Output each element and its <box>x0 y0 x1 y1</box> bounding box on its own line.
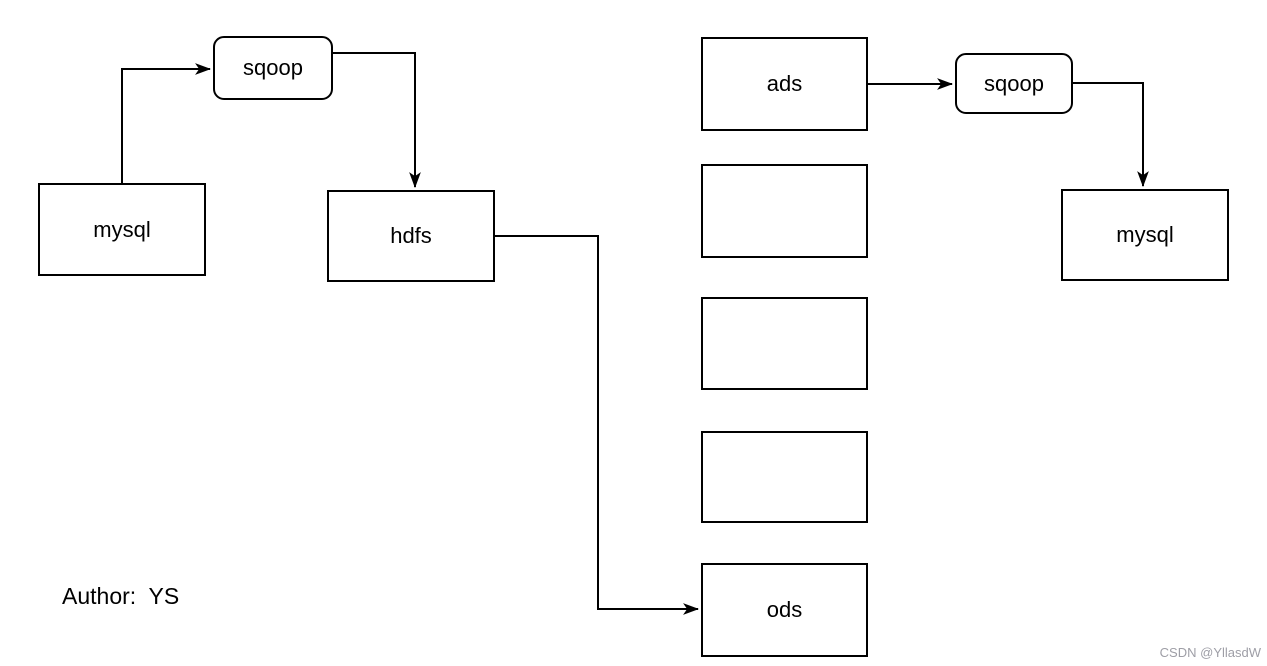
node-label-mysql-left: mysql <box>93 216 151 242</box>
node-empty-box-1 <box>701 164 868 258</box>
node-label-ods: ods <box>766 597 803 622</box>
node-label-mysql-right: mysql <box>1116 222 1174 247</box>
node-sqoop-left: sqoop <box>213 36 333 100</box>
node-ads: ads <box>701 37 868 131</box>
csdn-watermark: CSDN @YllasdW <box>1159 645 1261 660</box>
node-mysql-left: mysql <box>38 183 206 276</box>
node-label-sqoop-right: sqoop <box>984 70 1044 96</box>
node-hdfs: hdfs <box>327 190 495 282</box>
edge-sqoop-left-to-hdfs <box>333 52 421 189</box>
node-empty-box-2 <box>701 297 868 390</box>
node-empty-box-3 <box>701 431 868 523</box>
node-label-sqoop-left: sqoop <box>243 55 303 80</box>
node-mysql-right: mysql <box>1061 189 1229 281</box>
node-label-hdfs: hdfs <box>390 223 432 248</box>
node-label-ads: ads <box>766 71 803 96</box>
node-sqoop-right: sqoop <box>955 53 1073 114</box>
edge-hdfs-to-ods <box>495 235 700 615</box>
author-note: Author: YS <box>62 583 180 609</box>
edge-sqoop-right-to-mysql-right <box>1073 82 1149 188</box>
edge-mysql-left-to-sqoop-left <box>121 63 212 183</box>
node-ods: ods <box>701 563 868 657</box>
